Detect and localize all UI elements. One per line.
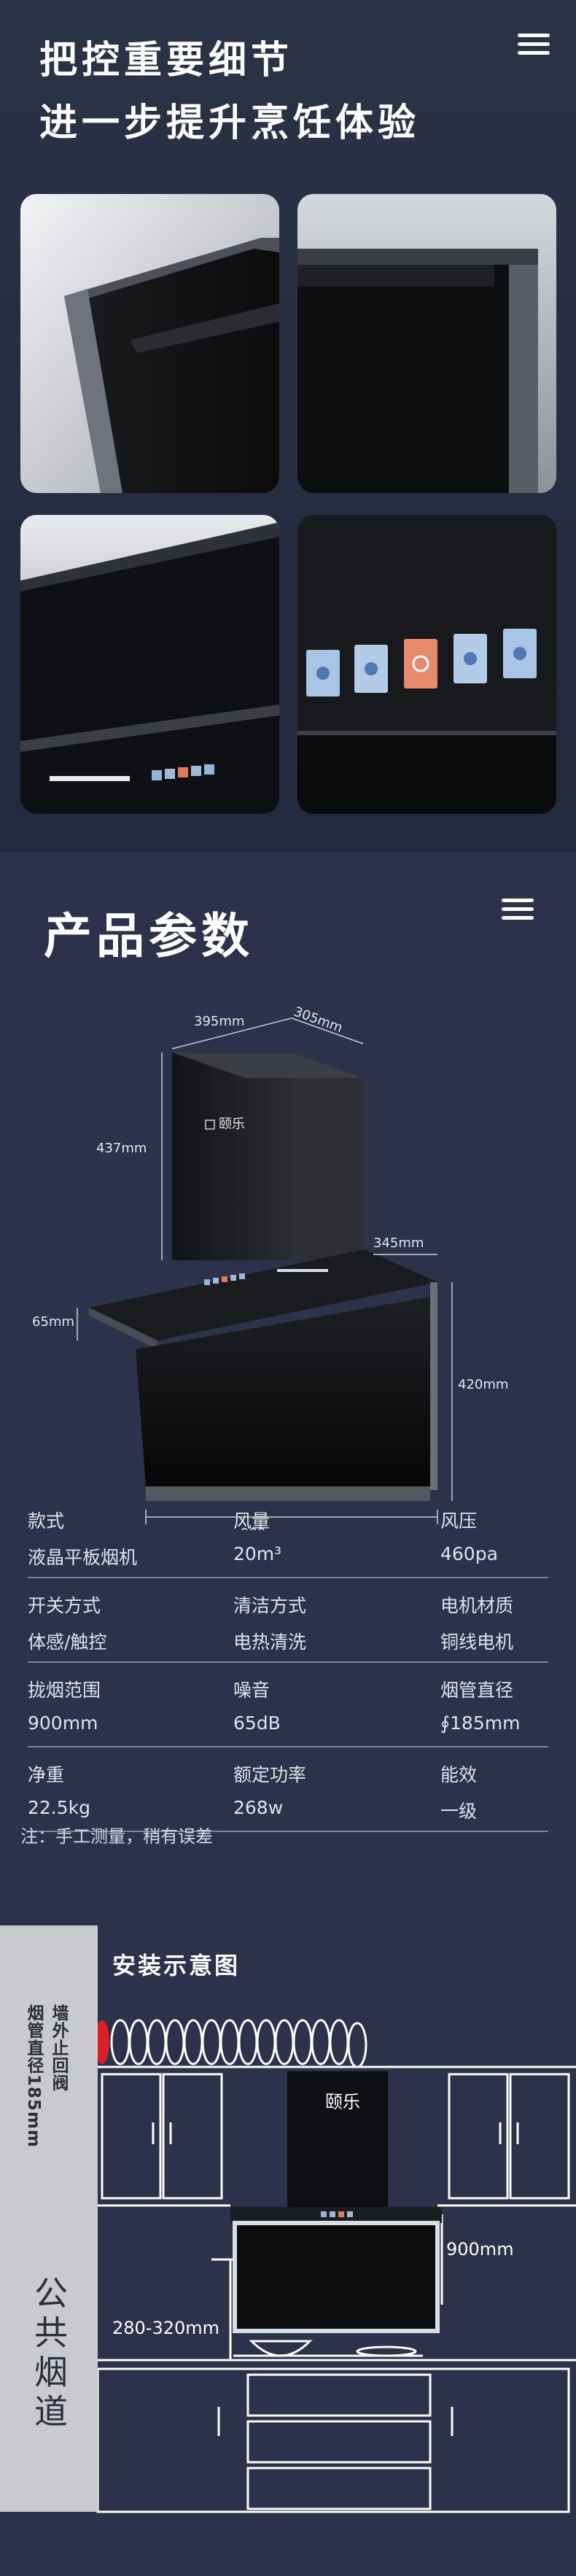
spec-row: 开关方式 体感/触控 清洁方式 电热清洗 电机材质 铜线电机 <box>28 1578 548 1663</box>
chimney-side <box>292 1052 363 1282</box>
dim-width-top: 395mm <box>194 1014 244 1029</box>
spec-label: 烟管直径 <box>440 1680 514 1701</box>
spec-cell: 清洁方式 电热清洗 <box>233 1578 408 1654</box>
spec-cell: 风量 20m³ <box>233 1494 408 1564</box>
hood-chimney <box>287 2071 388 2207</box>
spec-cell: 能效 一级 <box>440 1747 576 1823</box>
exhaust-duct <box>110 2019 367 2068</box>
spec-cell: 电机材质 铜线电机 <box>440 1578 576 1654</box>
spec-cell: 拢烟范围 900mm <box>28 1663 203 1734</box>
install-title: 安装示意图 <box>112 1952 241 1979</box>
measurement-note: 注：手工测量，稍有误差 <box>20 1826 213 1847</box>
spec-row: 净重 22.5kg 额定功率 268w 能效 一级 <box>28 1747 548 1832</box>
spec-label: 能效 <box>440 1764 478 1785</box>
spec-label: 拢烟范围 <box>28 1680 101 1701</box>
spec-table: 款式 液晶平板烟机 风量 20m³ 风压 460pa 开关方式 体感/触控 <box>28 1494 548 1832</box>
spec-label: 清洁方式 <box>233 1595 307 1616</box>
detail-title-line-1: 把控重要细节 <box>39 39 294 82</box>
install-dim-height: 280-320mm <box>112 2318 219 2338</box>
dim-height-chimney: 437mm <box>96 1141 147 1156</box>
spec-label: 噪音 <box>233 1680 271 1701</box>
spec-cell: 额定功率 268w <box>233 1747 408 1818</box>
detail-title-line-2: 进一步提升烹饪体验 <box>39 101 421 145</box>
side-label-public-flue: 公共烟道 <box>29 2276 69 2433</box>
check-valve-icon <box>95 2020 109 2064</box>
detail-photo-panel <box>20 515 279 814</box>
side-label-valve: 墙外止回阀 <box>49 2004 68 2092</box>
spec-value: 液晶平板烟机 <box>28 1547 138 1568</box>
chimney-top <box>172 1052 363 1078</box>
spec-cell: 烟管直径 ∮185mm <box>440 1663 576 1734</box>
spec-label: 风量 <box>233 1510 271 1532</box>
install-dim-width: 900mm <box>446 2239 514 2259</box>
spec-value: 一级 <box>440 1801 478 1822</box>
spec-row: 拢烟范围 900mm 噪音 65dB 烟管直径 ∮185mm <box>28 1663 548 1747</box>
spec-cell: 净重 22.5kg <box>28 1747 203 1818</box>
spec-label: 风压 <box>440 1510 478 1532</box>
hood-bottom <box>146 1486 430 1501</box>
hood-panel <box>136 1297 430 1486</box>
install-brand: 颐乐 <box>325 2092 360 2112</box>
spec-cell: 噪音 65dB <box>233 1663 408 1734</box>
spec-value: 900mm <box>28 1712 98 1734</box>
spec-label: 净重 <box>28 1764 65 1785</box>
chimney-brand: 颐乐 <box>219 1117 245 1132</box>
detail-photo-top-edge <box>297 194 556 493</box>
hood-edge <box>89 1308 157 1349</box>
params-section: 产品参数 颐乐 <box>0 852 576 1925</box>
spec-value: 22.5kg <box>28 1797 91 1818</box>
install-section: 颐乐 900mm 280-320mm 墙外止回阀 烟管直径185mm 公共烟道 … <box>0 1925 576 2576</box>
spec-value: 电热清洗 <box>233 1632 307 1653</box>
spec-value: 65dB <box>233 1712 281 1734</box>
spec-cell: 开关方式 体感/触控 <box>28 1578 203 1654</box>
install-diagram: 颐乐 900mm 280-320mm <box>95 2019 576 2513</box>
spec-label: 额定功率 <box>233 1764 307 1785</box>
spec-value: 20m³ <box>233 1543 282 1564</box>
chimney-front <box>172 1052 292 1260</box>
detail-photo-corner <box>20 194 279 493</box>
hamburger-menu-icon[interactable] <box>518 34 550 57</box>
dim-depth-panel: 345mm <box>373 1235 424 1251</box>
spec-label: 电机材质 <box>440 1595 514 1616</box>
side-label-duct: 烟管直径185mm <box>24 2004 43 2148</box>
dim-depth-top: 305mm <box>292 1004 344 1036</box>
spec-cell: 风压 460pa <box>440 1494 576 1564</box>
params-title: 产品参数 <box>44 908 254 964</box>
spec-value: 体感/触控 <box>28 1632 107 1653</box>
detail-photo-touch-buttons <box>297 515 556 814</box>
hamburger-menu-icon[interactable] <box>502 899 534 922</box>
dim-height-edge: 65mm <box>32 1314 74 1330</box>
dim-width-total: 900mm <box>241 1526 291 1530</box>
spec-row: 款式 液晶平板烟机 风量 20m³ 风压 460pa <box>28 1494 548 1578</box>
hood-panel <box>233 2221 440 2333</box>
dimension-diagram: 颐乐 <box>32 1004 508 1530</box>
spec-value: 460pa <box>440 1543 498 1564</box>
spec-value: 铜线电机 <box>440 1632 514 1653</box>
dim-height-panel: 420mm <box>458 1377 508 1392</box>
hood-top <box>89 1249 437 1341</box>
detail-section: 把控重要细节 进一步提升烹饪体验 <box>0 0 576 852</box>
spec-label: 开关方式 <box>28 1595 101 1616</box>
spec-cell: 款式 液晶平板烟机 <box>28 1494 203 1570</box>
public-flue-column: 墙外止回阀 烟管直径185mm 公共烟道 <box>0 1925 98 2512</box>
spec-value: 268w <box>233 1797 284 1818</box>
spec-value: ∮185mm <box>440 1712 521 1734</box>
hood-side-frame <box>430 1282 437 1490</box>
spec-label: 款式 <box>28 1510 65 1532</box>
